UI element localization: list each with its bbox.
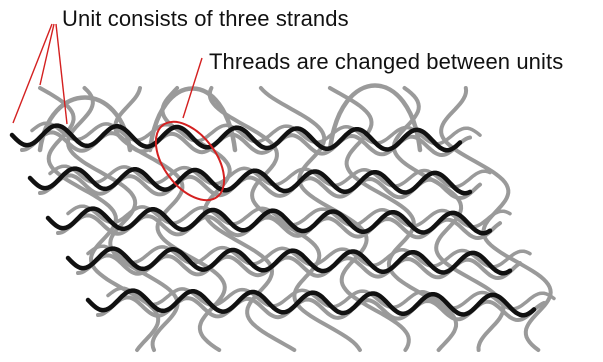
unit-annotation-label: Unit consists of three strands: [62, 6, 349, 31]
row-3-black-strand: [45, 206, 493, 236]
row-4-black-strand: [65, 246, 513, 276]
threads-annotation-label: Threads are changed between units: [209, 49, 564, 74]
horizontal-strand-rows: [9, 121, 556, 323]
diagonal-strand-6: [258, 86, 411, 352]
diagonal-strand-2: [65, 86, 180, 352]
row-2-black-strand: [27, 166, 473, 196]
unit-pointer-line-2: [39, 23, 55, 86]
row-1-black-strand: [9, 123, 463, 153]
unit-pointer-line-1: [12, 23, 53, 124]
highlight-ellipse: [154, 120, 226, 202]
unit-pointer-line-3: [55, 23, 68, 125]
callout-lines: [12, 23, 226, 202]
arch-strand-3: [327, 83, 423, 153]
threads-pointer-line: [182, 57, 203, 119]
row-5-black-strand: [85, 288, 537, 318]
